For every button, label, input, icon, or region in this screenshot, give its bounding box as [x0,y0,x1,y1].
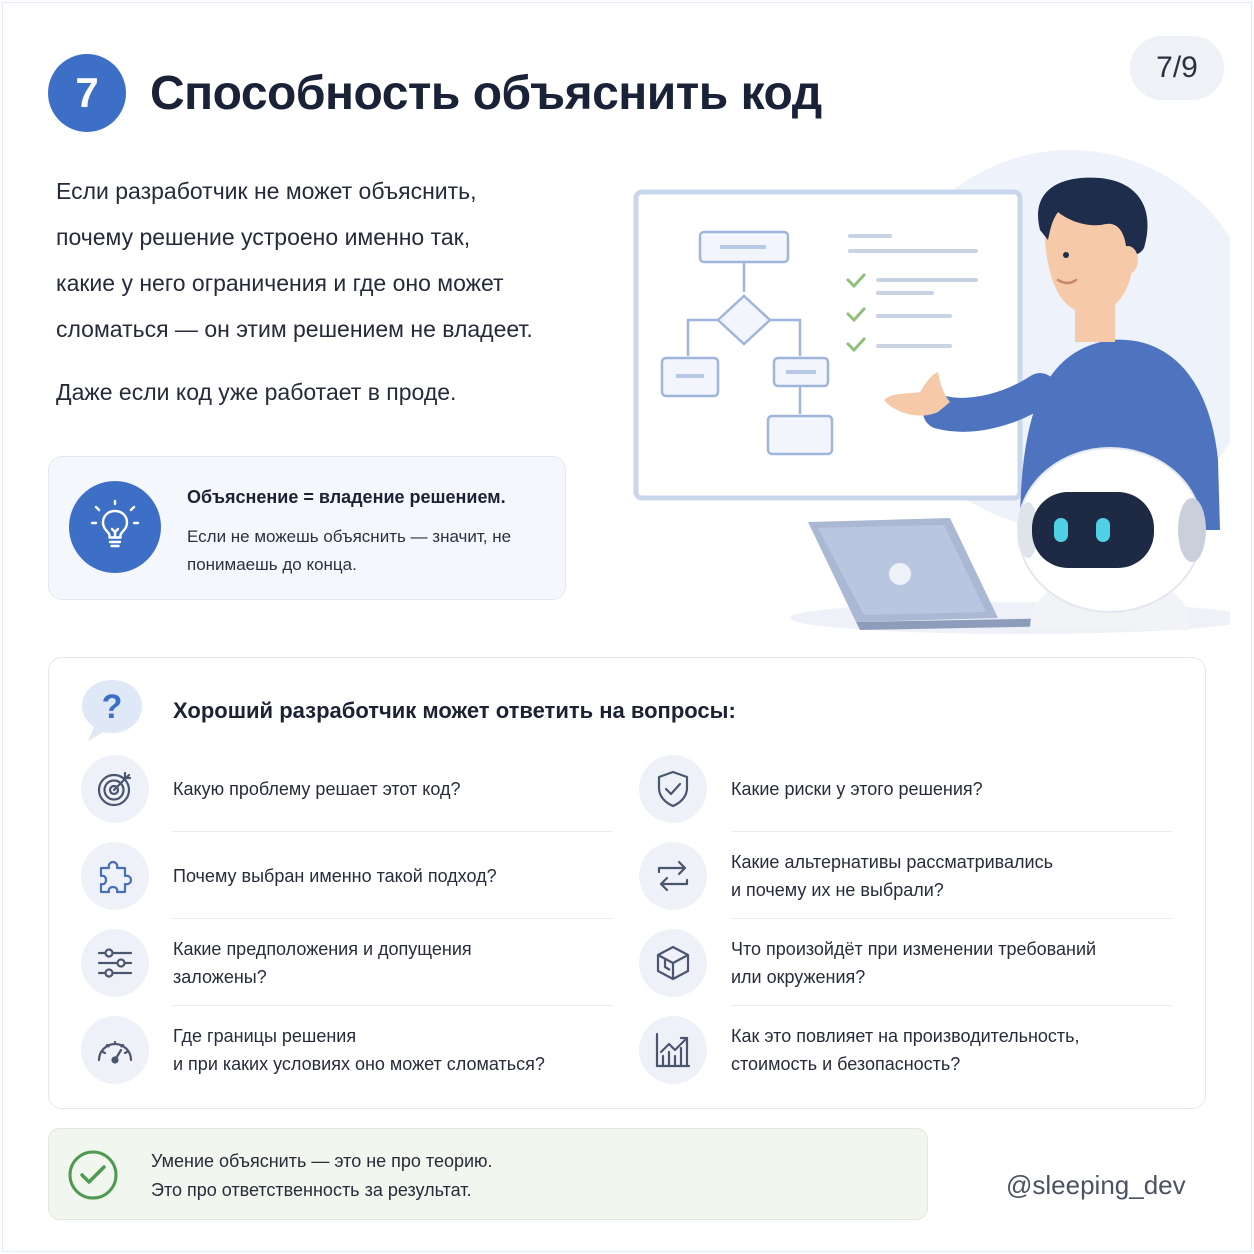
list-item: Что произойдёт при изменении требований … [639,929,1171,1013]
page-indicator: 7/9 [1130,36,1224,100]
intro-line: какие у него ограничения и где оно может [56,270,504,296]
whiteboard [633,189,1023,501]
swap-arrows-icon [639,842,707,910]
question-text: Какие предположения и допущения заложены… [173,939,472,987]
list-item: Где границы решения и при каких условиях… [81,1016,601,1100]
divider [173,918,613,919]
question-text: Почему выбран именно такой подход? [173,866,497,886]
divider [731,831,1171,832]
divider [731,1005,1171,1006]
gauge-icon [81,1016,149,1084]
list-item: Как это повлияет на производительность, … [639,1016,1159,1100]
conclusion-text: Умение объяснить — это не про теорию. Эт… [151,1151,493,1200]
flowchart [660,230,834,456]
question-text: Как это повлияет на производительность, … [731,1026,1080,1074]
target-icon [81,755,149,823]
question-text: Что произойдёт при изменении требований … [731,939,1097,987]
intro-note: Даже если код уже работает в проде. [56,379,457,405]
list-item: Почему выбран именно такой подход? [81,842,613,926]
divider [173,1005,613,1006]
list-item: Какую проблему решает этот код? [81,755,613,839]
author-handle: @sleeping_dev [1006,1170,1186,1200]
shield-check-icon [639,755,707,823]
question-bubble-icon: ? [82,680,142,741]
conclusion-card: Умение объяснить — это не про теорию. Эт… [48,1128,928,1220]
puzzle-icon [81,842,149,910]
questions-card: ? Хороший разработчик может ответить на … [48,657,1206,1109]
list-item: Какие предположения и допущения заложены… [81,929,613,1013]
checklist [846,234,978,353]
intro-line: сломаться — он этим решением не владеет. [56,316,533,342]
robot-figure [1017,447,1206,630]
intro-line: Если разработчик не может объяснить, [56,178,477,204]
list-item: Какие риски у этого решения? [639,755,1171,839]
question-text: Какую проблему решает этот код? [173,779,461,799]
lightbulb-icon [69,481,161,573]
svg-text:?: ? [102,688,123,726]
question-text: Какие риски у этого решения? [731,779,983,799]
intro-line: почему решение устроено именно так, [56,224,471,250]
idea-text: Если не можешь объяснить — значит, не по… [187,527,512,574]
question-text: Какие альтернативы рассматривались и поч… [731,852,1053,900]
chart-growth-icon [639,1016,707,1084]
intro-paragraph: Если разработчик не может объяснить, поч… [56,168,616,352]
sliders-icon [81,929,149,997]
questions-heading: Хороший разработчик может ответить на во… [173,698,736,723]
laptop [808,518,1072,630]
developer-illustration [633,150,1230,634]
list-item: Какие альтернативы рассматривались и поч… [639,842,1171,926]
divider [173,831,613,832]
check-circle-icon [68,1150,118,1200]
idea-card: Объяснение = владение решением. Если не … [48,456,566,600]
idea-heading: Объяснение = владение решением. [187,487,506,507]
divider [731,918,1171,919]
page-title: Способность объяснить код [150,67,822,120]
step-number-badge: 7 [48,54,126,132]
cube-icon [639,929,707,997]
question-text: Где границы решения и при каких условиях… [173,1026,545,1074]
